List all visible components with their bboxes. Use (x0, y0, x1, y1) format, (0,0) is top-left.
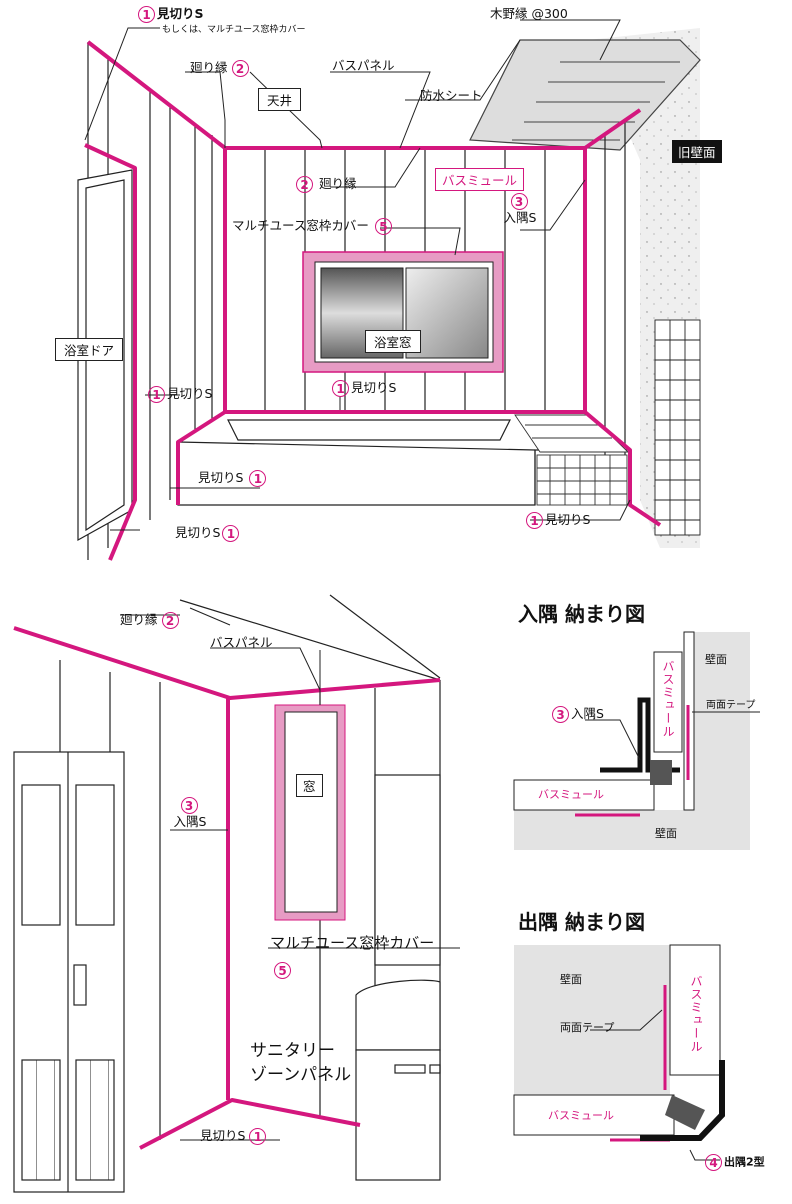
num-badge: 4 (705, 1154, 722, 1171)
inner-wall-2: 壁面 (655, 827, 677, 840)
num-badge: 2 (296, 176, 313, 193)
num-badge: 1 (138, 6, 155, 23)
num-badge: 3 (552, 706, 569, 723)
label-multi-num-bottom: 5 (274, 962, 293, 979)
inner-corner-title: 入隅 納まり図 (518, 602, 645, 626)
outer-tape: 両面テープ (560, 1021, 615, 1034)
label-window-bottom: 窓 (296, 774, 323, 797)
bottom-room-drawing (13, 594, 441, 1193)
label-bath-door: 浴室ドア (55, 338, 124, 361)
num-badge: 1 (148, 386, 165, 403)
label-bath-window: 浴室窓 (365, 330, 421, 353)
label-bathmural-top: バスミュール (435, 168, 525, 191)
label-old-wall: 旧壁面 (672, 140, 722, 163)
num-badge: 3 (510, 193, 528, 210)
num-badge: 1 (222, 525, 240, 542)
num-badge: 1 (249, 470, 267, 487)
num-badge: 5 (374, 218, 392, 235)
label-multi-frame-bottom: マルチユース窓枠カバー (270, 934, 435, 952)
label-waterproof: 防水シート (420, 88, 483, 103)
num-badge: 2 (161, 612, 179, 629)
num-badge: 1 (249, 1128, 267, 1145)
label-bath-panel-bottom: バスパネル (210, 635, 273, 650)
top-window (302, 251, 504, 373)
label-sanitary-1: サニタリー (250, 1041, 335, 1061)
bottom-pink-trims (13, 626, 441, 1150)
num-badge: 5 (274, 962, 291, 979)
bottom-window (274, 704, 346, 921)
label-bath-panel-top: バスパネル (332, 58, 395, 73)
num-badge: 1 (526, 512, 543, 529)
outer-corner-title: 出隅 納まり図 (518, 910, 645, 934)
num-badge: 2 (231, 60, 249, 77)
inner-bathmural-vertical: バスミュール (661, 660, 675, 738)
label-wood-furring: 木野縁 @300 (490, 6, 568, 21)
inner-wall-1: 壁面 (705, 653, 727, 666)
outer-wall: 壁面 (560, 973, 582, 986)
num-badge: 1 (332, 380, 349, 397)
outer-bathmural-horizontal: バスミュール (548, 1109, 614, 1122)
top-leaders (84, 19, 631, 531)
inner-bathmural-horizontal: バスミュール (538, 788, 604, 801)
outer-corner-detail (513, 944, 725, 1161)
inner-tape: 両面テープ (706, 700, 756, 711)
num-badge: 3 (180, 797, 198, 814)
outer-bathmural-vertical: バスミュール (689, 975, 703, 1053)
label-ceiling: 天井 (258, 88, 302, 111)
label-sanitary-2: ゾーンパネル (250, 1065, 352, 1085)
label-mikiri-alt: もしくは、マルチユース窓枠カバー (162, 25, 306, 35)
inner-corner-detail (513, 631, 760, 850)
